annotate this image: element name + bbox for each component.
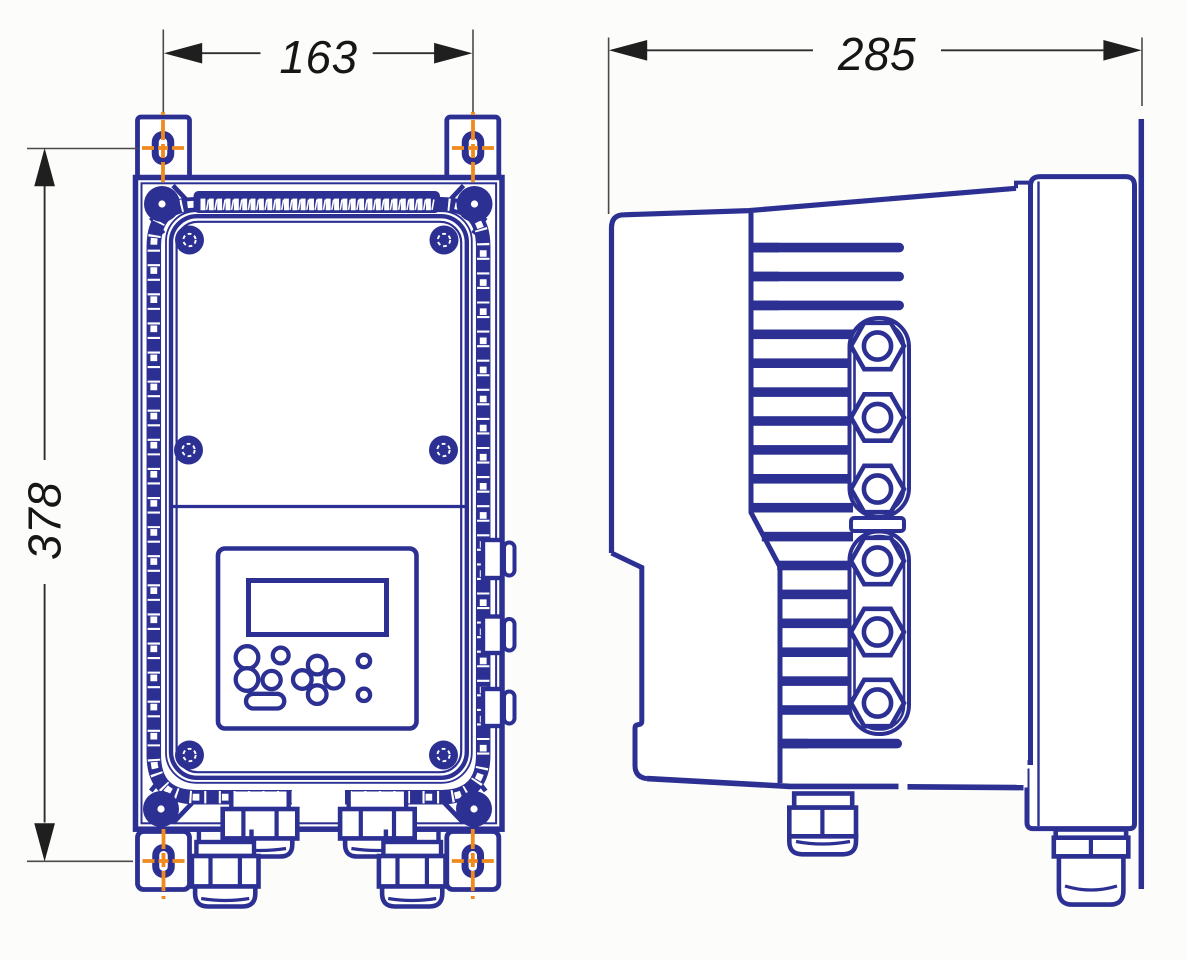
keypad-button-d <box>260 668 283 692</box>
vent-grille <box>193 191 440 213</box>
side-view <box>608 119 1145 907</box>
keypad-dpad-left <box>290 668 314 691</box>
cover-profile <box>608 180 1029 791</box>
keypad-dpad-up <box>305 653 329 677</box>
keypad <box>233 644 373 711</box>
dimension-arrow <box>1103 39 1142 61</box>
keypad-button-f <box>355 686 373 704</box>
keypad-dpad-right <box>322 667 346 691</box>
slot-centerlines <box>142 112 494 899</box>
dimension-arrow <box>34 823 55 862</box>
keypad-button-b <box>233 666 261 693</box>
keypad-dpad-down <box>305 683 329 707</box>
lcd-display <box>246 578 389 637</box>
front-cable-glands <box>189 787 448 909</box>
side-bottom-gland <box>786 791 859 857</box>
dimension-arrow <box>163 42 203 64</box>
gasket-seal <box>146 197 491 805</box>
dimension-arrow <box>34 148 55 187</box>
rear-gland <box>1051 827 1131 907</box>
dimension-depth-label: 285 <box>837 28 916 80</box>
mounting-slots <box>151 131 485 878</box>
rear-housing <box>1021 174 1137 832</box>
door-screws <box>174 225 459 770</box>
keypad-button-a <box>233 644 261 671</box>
keypad-pill-button <box>243 691 287 711</box>
dimension-arrow <box>608 39 648 61</box>
dimension-arrow <box>434 42 473 64</box>
door-hinges <box>480 537 517 729</box>
front-view <box>132 112 517 909</box>
dimension-depth: 285 <box>607 28 1143 214</box>
dimension-width: 163 <box>162 29 474 112</box>
dimension-height: 378 <box>19 147 139 863</box>
dimension-height-label: 378 <box>19 482 71 560</box>
keypad-button-c <box>270 645 291 666</box>
gland-strips <box>847 316 911 736</box>
corner-screws <box>143 186 493 827</box>
dimension-width-label: 163 <box>279 31 357 83</box>
heatsink-fins <box>748 213 904 783</box>
keypad-button-e <box>355 652 373 670</box>
